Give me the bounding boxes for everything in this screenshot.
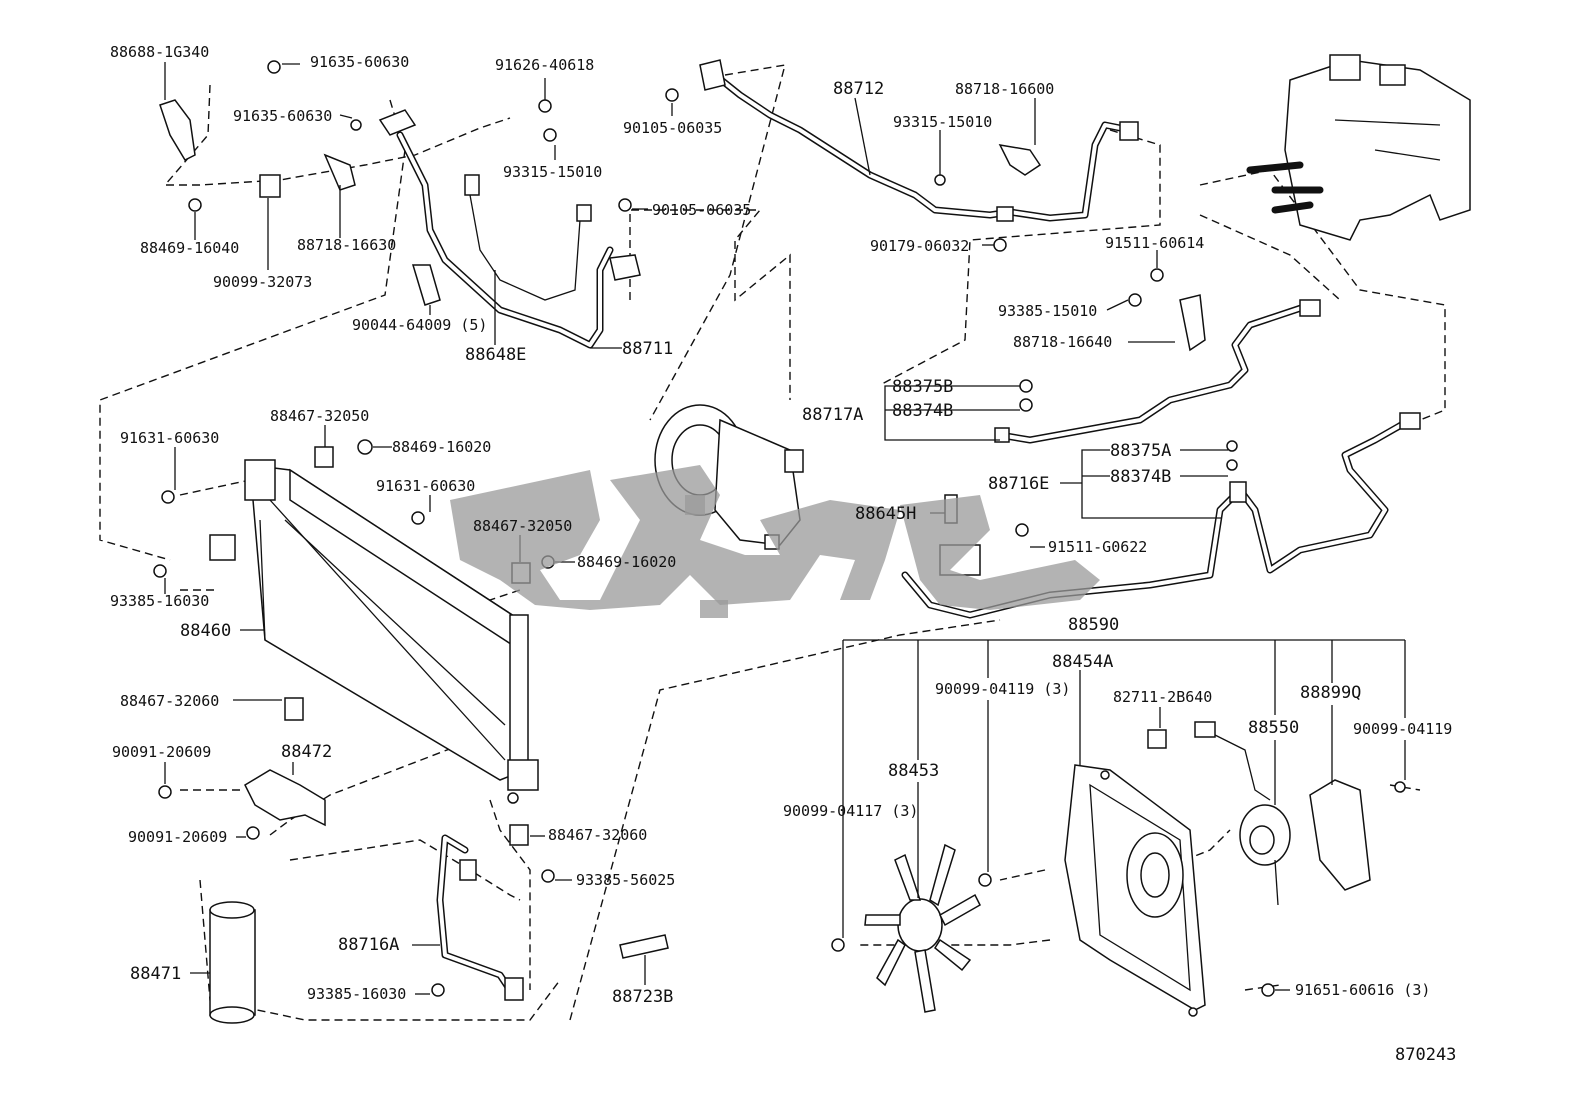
label-88467-32060[interactable]: 88467-32060 — [120, 692, 219, 710]
label-90099-04119[interactable]: 90099-04119 — [1353, 720, 1452, 738]
part-labels: 88688-1G340 91635-60630 91635-60630 9162… — [110, 43, 1456, 1065]
label-88716A[interactable]: 88716A — [338, 935, 399, 955]
dashed-outlines — [99, 64, 1446, 1021]
condenser — [244, 459, 539, 791]
label-88454A[interactable]: 88454A — [1052, 652, 1113, 672]
label-90044-64009[interactable]: 90044-64009 (5) — [352, 316, 487, 334]
fan — [864, 843, 981, 1013]
label-88471[interactable]: 88471 — [130, 964, 181, 984]
label-93315-15010[interactable]: 93315-15010 — [503, 163, 602, 181]
label-91626-40618[interactable]: 91626-40618 — [495, 56, 594, 74]
label-90099-32073[interactable]: 90099-32073 — [213, 273, 312, 291]
label-88472[interactable]: 88472 — [281, 742, 332, 762]
label-91635-60630[interactable]: 91635-60630 — [310, 53, 409, 71]
watermark-logo — [450, 465, 1100, 618]
label-88899Q[interactable]: 88899Q — [1300, 683, 1361, 703]
leader-lines — [164, 62, 1406, 995]
evaporator-unit — [1246, 54, 1471, 241]
label-88716E[interactable]: 88716E — [988, 474, 1049, 494]
fan-motor — [1239, 804, 1291, 906]
label-88723B[interactable]: 88723B — [612, 987, 673, 1007]
label-88712[interactable]: 88712 — [833, 79, 884, 99]
label-91631-60630-b[interactable]: 91631-60630 — [376, 477, 475, 495]
label-90099-04119-3[interactable]: 90099-04119 (3) — [935, 680, 1070, 698]
label-93385-16030[interactable]: 93385-16030 — [110, 592, 209, 610]
label-93385-16030-b[interactable]: 93385-16030 — [307, 985, 406, 1003]
label-91511-G0622[interactable]: 91511-G0622 — [1048, 538, 1147, 556]
bracket — [244, 769, 326, 827]
fan-cover — [1309, 779, 1371, 891]
label-90105-06035-b[interactable]: 90105-06035 — [652, 201, 751, 219]
label-88469-16020[interactable]: 88469-16020 — [392, 438, 491, 456]
receiver-drier — [209, 901, 256, 1024]
label-88590[interactable]: 88590 — [1068, 615, 1119, 635]
label-88645H[interactable]: 88645H — [855, 504, 916, 524]
label-88467-32050[interactable]: 88467-32050 — [270, 407, 369, 425]
label-90091-20609[interactable]: 90091-20609 — [112, 743, 211, 761]
label-93385-15010[interactable]: 93385-15010 — [998, 302, 1097, 320]
diagram-number: 870243 — [1395, 1045, 1456, 1065]
label-88460[interactable]: 88460 — [180, 621, 231, 641]
label-93385-56025[interactable]: 93385-56025 — [576, 871, 675, 889]
label-91631-60630[interactable]: 91631-60630 — [120, 429, 219, 447]
label-88648E[interactable]: 88648E — [465, 345, 526, 365]
label-88467-32050-b[interactable]: 88467-32050 — [473, 517, 572, 535]
label-88374B[interactable]: 88374B — [892, 401, 953, 421]
label-91511-60614[interactable]: 91511-60614 — [1105, 234, 1204, 252]
label-88718-16600[interactable]: 88718-16600 — [955, 80, 1054, 98]
label-88453[interactable]: 88453 — [888, 761, 939, 781]
label-88717A[interactable]: 88717A — [802, 405, 863, 425]
label-88469-16040[interactable]: 88469-16040 — [140, 239, 239, 257]
label-88688-1G340[interactable]: 88688-1G340 — [110, 43, 209, 61]
fan-shroud — [1064, 764, 1206, 1017]
label-88375A[interactable]: 88375A — [1110, 441, 1171, 461]
label-88375B[interactable]: 88375B — [892, 377, 953, 397]
label-88374B-b[interactable]: 88374B — [1110, 467, 1171, 487]
connector — [1147, 729, 1167, 749]
label-93315-15010-b[interactable]: 93315-15010 — [893, 113, 992, 131]
label-90105-06035[interactable]: 90105-06035 — [623, 119, 722, 137]
label-88467-32060-b[interactable]: 88467-32060 — [548, 826, 647, 844]
label-88550[interactable]: 88550 — [1248, 718, 1299, 738]
label-90099-04117[interactable]: 90099-04117 (3) — [783, 802, 918, 820]
label-88711[interactable]: 88711 — [622, 339, 673, 359]
label-90179-06032[interactable]: 90179-06032 — [870, 237, 969, 255]
label-88718-16630[interactable]: 88718-16630 — [297, 236, 396, 254]
label-91651-60616[interactable]: 91651-60616 (3) — [1295, 981, 1430, 999]
label-88718-16640[interactable]: 88718-16640 — [1013, 333, 1112, 351]
label-plate — [619, 934, 669, 959]
label-88469-16020-b[interactable]: 88469-16020 — [577, 553, 676, 571]
label-90091-20609-b[interactable]: 90091-20609 — [128, 828, 227, 846]
label-82711-2B640[interactable]: 82711-2B640 — [1113, 688, 1212, 706]
label-91635-60630-b[interactable]: 91635-60630 — [233, 107, 332, 125]
